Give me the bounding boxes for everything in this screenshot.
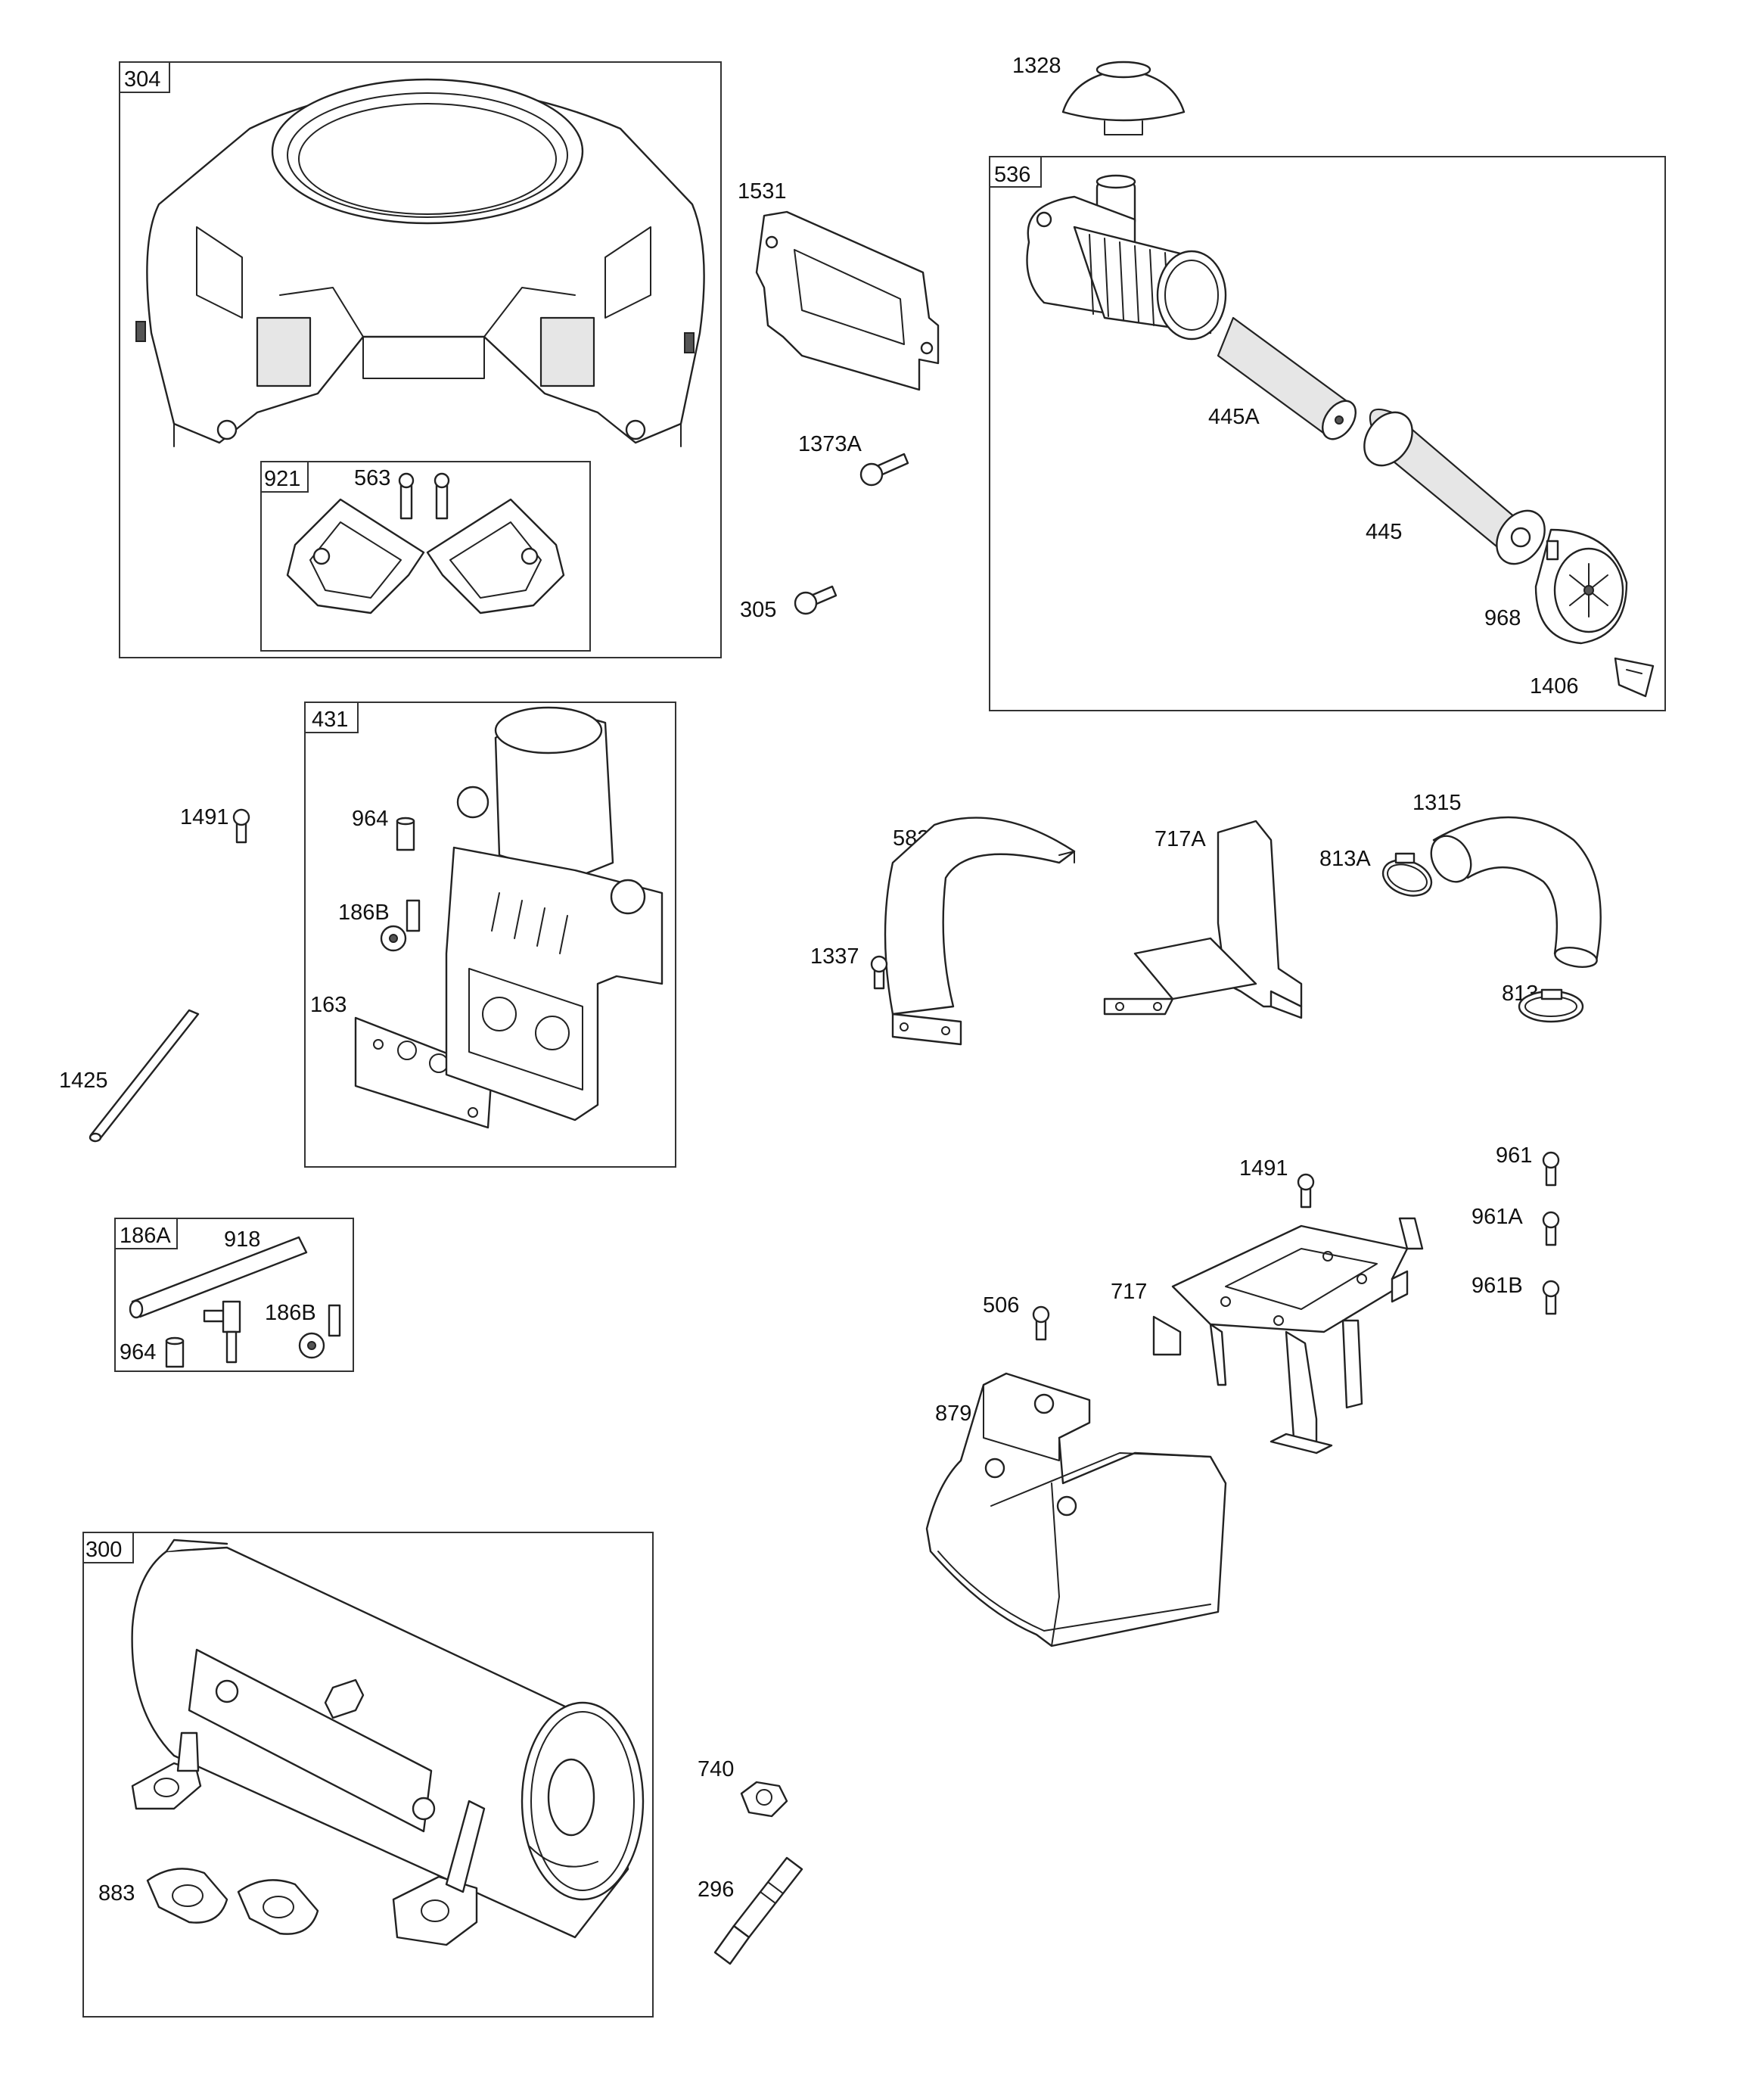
tag-921	[260, 461, 309, 493]
screw-1373A-part[interactable]	[859, 453, 909, 487]
label-1491-right: 1491	[1239, 1156, 1288, 1181]
sleeve-964-b-part[interactable]	[165, 1336, 185, 1368]
label-813A: 813A	[1319, 847, 1371, 871]
sleeve-964-a-part[interactable]	[396, 817, 415, 851]
label-563: 563	[354, 466, 390, 490]
frame-921	[260, 461, 591, 652]
box-label-300: 300	[85, 1538, 122, 1562]
valve-1406-part[interactable]	[1614, 657, 1655, 698]
label-883: 883	[98, 1881, 135, 1906]
group-304: 304 921 563	[119, 61, 722, 658]
tag-536	[989, 156, 1042, 188]
screw-1491-right-part[interactable]	[1297, 1173, 1315, 1209]
guard-879-part[interactable]	[925, 1372, 1227, 1647]
stud-296-part[interactable]	[713, 1856, 803, 1965]
box-label-304: 304	[124, 67, 160, 92]
hose-918-part[interactable]	[129, 1236, 308, 1319]
frame-536	[989, 156, 1666, 711]
screw-961B-part[interactable]	[1542, 1280, 1560, 1315]
label-1406: 1406	[1530, 674, 1579, 698]
clamp-813A-part[interactable]	[1378, 852, 1436, 902]
label-305: 305	[740, 598, 776, 622]
manifold-431-part[interactable]	[445, 706, 664, 1122]
screw-305-part[interactable]	[794, 585, 838, 615]
bracket-717-part[interactable]	[1152, 1217, 1424, 1454]
label-717: 717	[1111, 1280, 1147, 1304]
group-186A: 186A 918 964 186B	[114, 1218, 354, 1372]
frame-186A	[114, 1218, 354, 1372]
box-label-431: 431	[312, 708, 348, 732]
cap-1328-part[interactable]	[1061, 61, 1186, 135]
label-717A: 717A	[1155, 827, 1206, 851]
frame-304	[119, 61, 722, 658]
label-1425: 1425	[59, 1069, 108, 1093]
label-961B: 961B	[1472, 1274, 1523, 1298]
label-506: 506	[983, 1293, 1019, 1318]
tag-186A	[114, 1218, 178, 1249]
label-445A: 445A	[1208, 405, 1260, 429]
label-1373A: 1373A	[798, 432, 862, 456]
screw-563-part[interactable]	[398, 472, 450, 520]
label-1315: 1315	[1412, 791, 1462, 815]
heat-shield-582-part[interactable]	[884, 817, 1076, 1046]
fitting-186B-b-part[interactable]	[298, 1304, 341, 1359]
group-300: 300 883	[82, 1532, 654, 2018]
label-296: 296	[698, 1878, 734, 1902]
air-cleaner-body-part[interactable]	[1026, 174, 1227, 341]
hose-1315-part[interactable]	[1423, 816, 1602, 970]
screw-961A-part[interactable]	[1542, 1211, 1560, 1246]
screw-1337-part[interactable]	[870, 955, 888, 990]
label-961A: 961A	[1472, 1205, 1523, 1229]
label-918: 918	[224, 1227, 260, 1252]
label-961: 961	[1496, 1143, 1532, 1168]
label-186B-a: 186B	[338, 901, 390, 925]
label-163: 163	[310, 993, 347, 1017]
label-1337: 1337	[810, 944, 859, 969]
label-1491-left: 1491	[180, 805, 229, 829]
bracket-1531-part[interactable]	[755, 210, 940, 391]
elbow-fitting-part[interactable]	[203, 1300, 241, 1364]
frame-431	[304, 702, 676, 1168]
tube-1425-part[interactable]	[89, 1009, 200, 1143]
blower-housing-part[interactable]	[135, 78, 705, 447]
label-1531: 1531	[738, 179, 787, 204]
outer-filter-445-part[interactable]	[1354, 403, 1554, 573]
muffler-flange-left	[131, 1731, 202, 1810]
nut-740-part[interactable]	[740, 1781, 788, 1818]
label-740: 740	[698, 1757, 734, 1781]
group-536: 536 445A 445	[989, 156, 1666, 711]
bracket-717A-part[interactable]	[1103, 820, 1303, 1019]
box-label-536: 536	[994, 163, 1030, 187]
screw-961-part[interactable]	[1542, 1151, 1560, 1187]
cover-968-part[interactable]	[1534, 528, 1628, 645]
label-968: 968	[1484, 606, 1521, 630]
tag-304	[119, 61, 170, 93]
muffler-300-part[interactable]	[131, 1538, 645, 1939]
frame-300	[82, 1532, 654, 2018]
box-label-186A: 186A	[120, 1224, 171, 1248]
label-186B-b: 186B	[265, 1301, 316, 1325]
tag-431	[304, 702, 359, 733]
gasket-883-part[interactable]	[146, 1868, 319, 1935]
label-964-b: 964	[120, 1340, 156, 1364]
clamp-813-part[interactable]	[1518, 988, 1584, 1023]
group-431: 431 964 186B 163	[304, 702, 676, 1168]
label-1328: 1328	[1012, 54, 1061, 78]
screw-1491-left-part[interactable]	[232, 808, 250, 844]
label-964-a: 964	[352, 807, 388, 831]
muffler-flange-right	[392, 1800, 486, 1946]
label-445: 445	[1366, 520, 1402, 544]
tag-300	[82, 1532, 134, 1563]
box-label-921: 921	[264, 467, 300, 491]
label-879: 879	[935, 1402, 971, 1426]
inner-filter-445A-part[interactable]	[1217, 316, 1363, 445]
baffle-921-part[interactable]	[286, 498, 565, 614]
screw-506-part[interactable]	[1032, 1305, 1050, 1341]
fitting-186B-a-part[interactable]	[380, 899, 421, 952]
